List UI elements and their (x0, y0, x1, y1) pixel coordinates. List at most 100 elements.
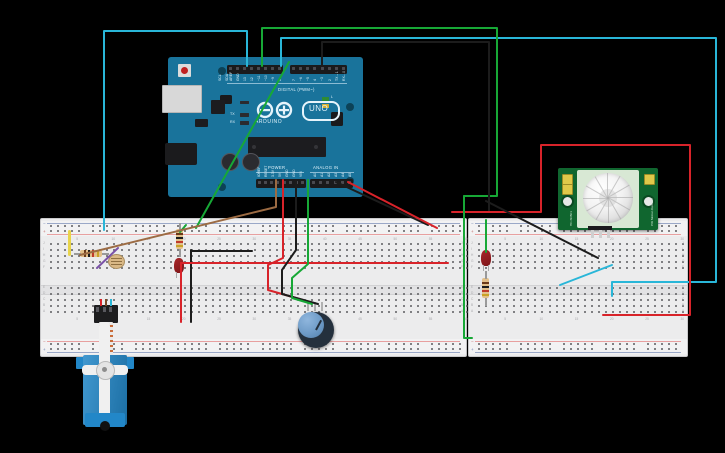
breadboard-hole[interactable] (148, 267, 151, 269)
breadboard-hole[interactable] (451, 255, 454, 257)
breadboard-hole[interactable] (219, 293, 222, 295)
breadboard-hole[interactable] (50, 249, 52, 251)
breadboard-hole[interactable] (303, 299, 306, 301)
breadboard-hole[interactable] (499, 267, 502, 269)
breadboard-hole[interactable] (416, 311, 419, 313)
breadboard-hole[interactable] (85, 267, 88, 269)
breadboard-hole[interactable] (430, 287, 433, 289)
breadboard-hole[interactable] (303, 261, 306, 263)
header-pin[interactable] (263, 181, 267, 184)
breadboard-hole[interactable] (430, 311, 433, 313)
breadboard-hole[interactable] (583, 287, 586, 289)
breadboard-hole[interactable] (332, 305, 334, 307)
breadboard-hole[interactable] (57, 267, 60, 269)
breadboard-hole[interactable] (675, 267, 678, 269)
header-pin[interactable] (326, 181, 330, 184)
breadboard-hole[interactable] (416, 255, 419, 257)
breadboard-hole[interactable] (141, 249, 144, 251)
analog-header[interactable] (310, 179, 353, 188)
breadboard-hole[interactable] (205, 287, 208, 289)
breadboard-hole[interactable] (353, 255, 356, 257)
breadboard-hole[interactable] (437, 267, 440, 269)
breadboard-hole[interactable] (590, 267, 593, 269)
breadboard-hole[interactable] (520, 293, 523, 295)
breadboard-hole[interactable] (576, 267, 579, 269)
breadboard-hole[interactable] (423, 255, 426, 257)
breadboard-hole[interactable] (64, 255, 67, 257)
breadboard-hole[interactable] (85, 299, 88, 301)
breadboard-hole[interactable] (127, 287, 130, 289)
breadboard-hole[interactable] (611, 267, 614, 269)
breadboard-hole[interactable] (492, 255, 495, 257)
breadboard-hole[interactable] (282, 261, 285, 263)
breadboard-hole[interactable] (261, 299, 264, 301)
breadboard-hole[interactable] (611, 249, 614, 251)
breadboard-hole[interactable] (562, 293, 565, 295)
breadboard-hole[interactable] (451, 267, 454, 269)
breadboard-hole[interactable] (64, 287, 67, 289)
breadboard-hole[interactable] (654, 243, 657, 245)
breadboard-hole[interactable] (675, 261, 678, 263)
breadboard-hole[interactable] (576, 243, 579, 245)
breadboard-hole[interactable] (198, 293, 201, 295)
breadboard-hole[interactable] (106, 267, 109, 269)
breadboard-hole[interactable] (626, 261, 629, 263)
breadboard-hole[interactable] (444, 311, 447, 313)
breadboard-hole[interactable] (675, 255, 678, 257)
breadboard-hole[interactable] (233, 293, 236, 295)
breadboard-hole[interactable] (668, 261, 671, 263)
breadboard-hole[interactable] (261, 267, 264, 269)
breadboard-hole[interactable] (520, 255, 523, 257)
breadboard-hole[interactable] (71, 305, 74, 307)
breadboard-hole[interactable] (78, 243, 81, 245)
breadboard-hole[interactable] (633, 255, 636, 257)
breadboard-hole[interactable] (661, 311, 664, 313)
breadboard-hole[interactable] (275, 267, 278, 269)
breadboard-hole[interactable] (106, 293, 109, 295)
breadboard-hole[interactable] (611, 299, 614, 301)
header-pin[interactable] (327, 67, 331, 70)
breadboard-hole[interactable] (444, 305, 447, 307)
breadboard-hole[interactable] (183, 299, 186, 301)
breadboard-hole[interactable] (254, 249, 257, 251)
breadboard-hole[interactable] (148, 287, 151, 289)
breadboard-hole[interactable] (78, 305, 81, 307)
breadboard-hole[interactable] (604, 311, 607, 313)
breadboard-hole[interactable] (576, 311, 579, 313)
breadboard-hole[interactable] (647, 249, 650, 251)
breadboard-hole[interactable] (310, 287, 313, 289)
breadboard-hole[interactable] (254, 261, 257, 263)
breadboard-hole[interactable] (198, 299, 201, 301)
breadboard-hole[interactable] (640, 267, 643, 269)
breadboard-hole[interactable] (661, 243, 664, 245)
header-pin[interactable] (292, 67, 296, 70)
breadboard-hole[interactable] (212, 243, 215, 245)
breadboard-hole[interactable] (226, 305, 229, 307)
breadboard-hole[interactable] (402, 299, 405, 301)
breadboard-hole[interactable] (527, 261, 530, 263)
breadboard-hole[interactable] (78, 267, 81, 269)
breadboard-hole[interactable] (534, 311, 537, 313)
breadboard-hole[interactable] (289, 255, 292, 257)
breadboard-hole[interactable] (169, 305, 172, 307)
breadboard-hole[interactable] (388, 261, 391, 263)
breadboard-hole[interactable] (226, 299, 229, 301)
breadboard-hole[interactable] (332, 249, 334, 251)
breadboard-hole[interactable] (444, 299, 447, 301)
breadboard-hole[interactable] (191, 261, 193, 263)
breadboard-hole[interactable] (134, 287, 137, 289)
breadboard-hole[interactable] (64, 311, 67, 313)
breadboard-hole[interactable] (324, 293, 327, 295)
breadboard-hole[interactable] (303, 287, 306, 289)
breadboard-hole[interactable] (576, 261, 579, 263)
breadboard-hole[interactable] (360, 249, 363, 251)
breadboard-hole[interactable] (619, 261, 621, 263)
breadboard-hole[interactable] (324, 249, 327, 251)
breadboard-hole[interactable] (374, 267, 377, 269)
breadboard-hole[interactable] (155, 267, 158, 269)
breadboard-hole[interactable] (423, 293, 426, 295)
breadboard-hole[interactable] (191, 255, 193, 257)
breadboard-hole[interactable] (409, 267, 412, 269)
breadboard-hole[interactable] (675, 305, 678, 307)
